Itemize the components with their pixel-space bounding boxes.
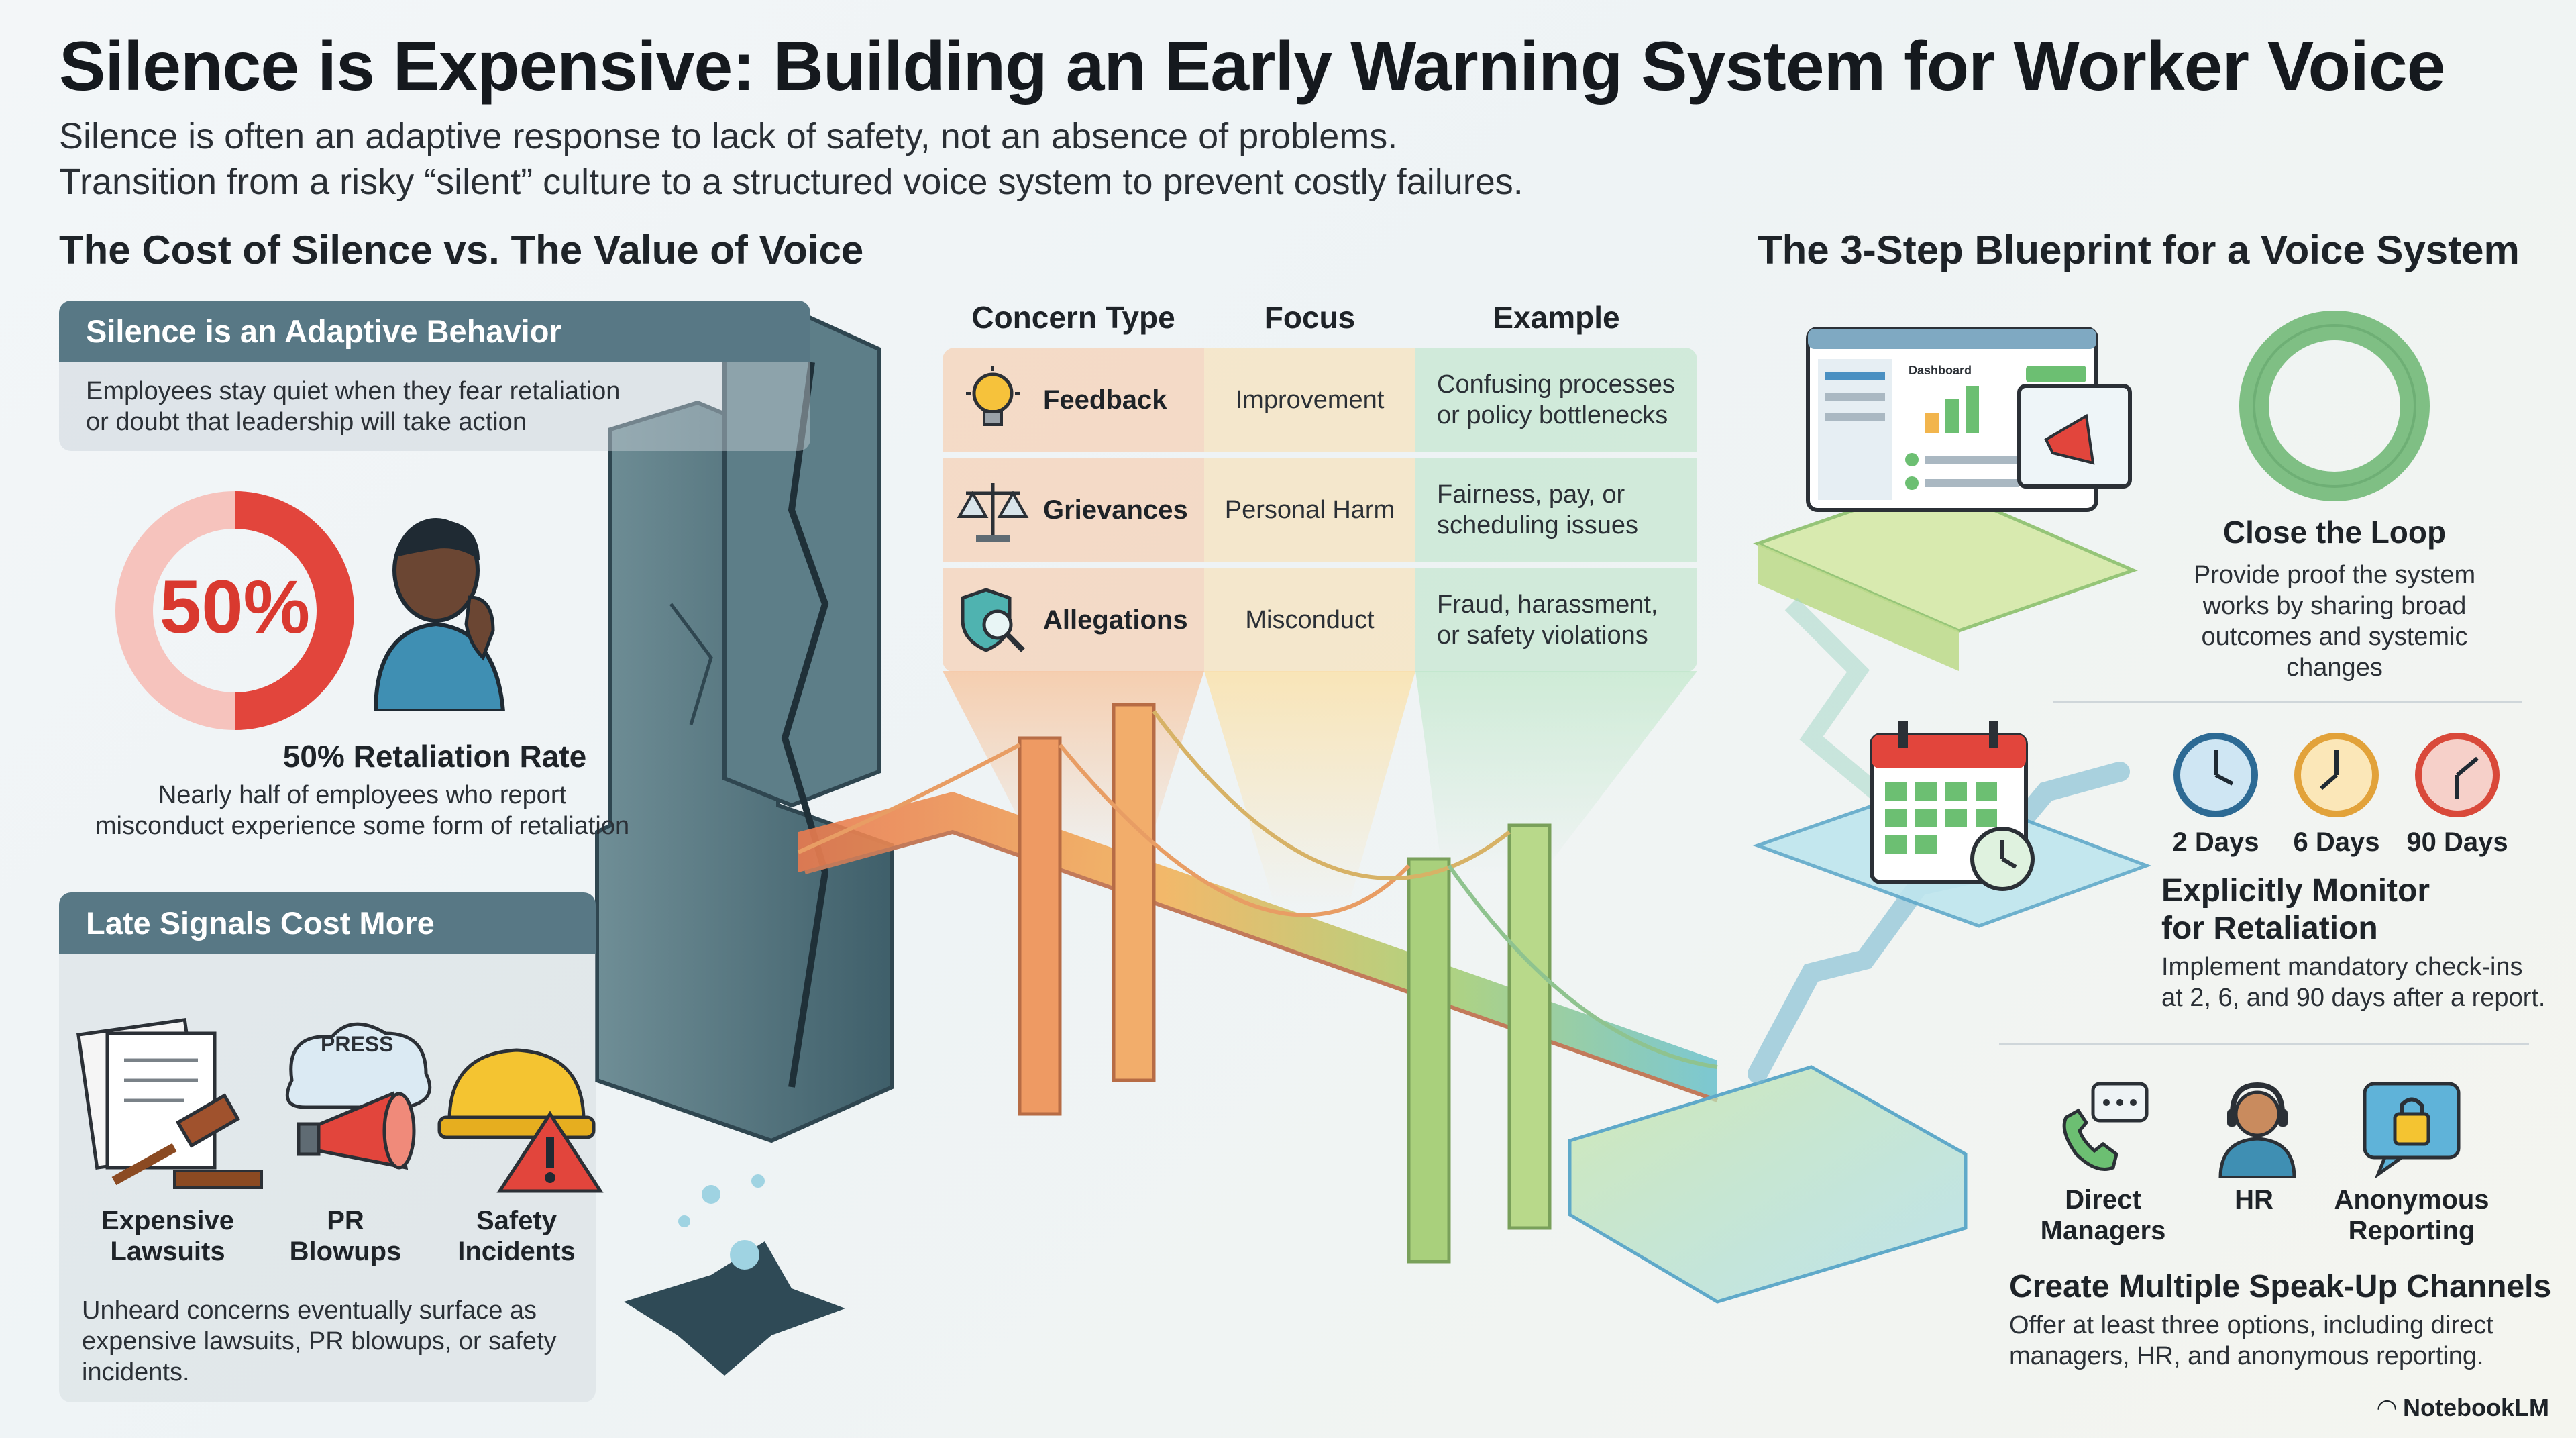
- notebooklm-logo-icon: ◠: [2377, 1394, 2404, 1421]
- scales-icon: [957, 483, 1029, 542]
- channel-direct-managers: Direct Managers: [2040, 1185, 2166, 1245]
- press-label: PRESS: [321, 1032, 394, 1056]
- day-label-90: 90 Days: [2406, 827, 2508, 857]
- divider-1: [2053, 701, 2522, 703]
- adaptive-behavior-body: Employees stay quiet when they fear reta…: [59, 362, 810, 451]
- table-header-focus: Focus: [1264, 300, 1356, 335]
- retaliation-percent: 50%: [159, 565, 311, 649]
- monitor-heading: Explicitly Monitor for Retaliation: [2161, 873, 2430, 946]
- clock-2-days-icon: [2174, 733, 2258, 817]
- retaliation-line-2: misconduct experience some form of retal…: [95, 812, 630, 840]
- left-section-title: The Cost of Silence vs. The Value of Voi…: [59, 227, 864, 272]
- close-loop-heading: Close the Loop: [2222, 515, 2447, 550]
- dashboard-label: Dashboard: [1909, 364, 1972, 377]
- calendar-check-icon: [1870, 721, 2035, 891]
- shield-magnifier-icon: [961, 588, 1025, 652]
- table-header-example: Example: [1493, 300, 1620, 335]
- close-loop-ring-icon: [2239, 311, 2430, 501]
- adaptive-behavior-line-2: or doubt that leadership will take actio…: [86, 408, 527, 436]
- adaptive-behavior-line-1: Employees stay quiet when they fear reta…: [86, 377, 621, 405]
- feedback-label: Feedback: [1043, 385, 1167, 415]
- retaliation-ring-chart: [115, 491, 354, 730]
- table-row-allegations-example: Fraud, harassment,or safety violations: [1415, 568, 1697, 672]
- retaliation-heading: 50% Retaliation Rate: [282, 739, 587, 774]
- retaliation-body: Nearly half of employees who report misc…: [27, 780, 698, 841]
- headset-agent-icon: [2218, 1082, 2296, 1178]
- divider-2: [1999, 1043, 2529, 1045]
- adaptive-behavior-heading: Silence is an Adaptive Behavior: [59, 301, 810, 362]
- late-signals-body: Unheard concerns eventually surface as e…: [82, 1296, 557, 1386]
- adaptive-behavior-panel: Silence is an Adaptive Behavior Employee…: [59, 301, 810, 451]
- gavel-document-icon: [76, 1018, 263, 1189]
- table-row-grievances-focus: Personal Harm: [1204, 458, 1415, 562]
- megaphone-press-icon: [285, 1022, 432, 1170]
- subtitle-line-1: Silence is often an adaptive response to…: [59, 116, 1398, 156]
- channel-anonymous-reporting: Anonymous Reporting: [2334, 1185, 2489, 1245]
- channels-heading: Create Multiple Speak-Up Channels: [2009, 1269, 2552, 1304]
- table-row-feedback-focus: Improvement: [1204, 348, 1415, 452]
- grievances-label: Grievances: [1043, 495, 1188, 525]
- table-row-allegations-focus: Misconduct: [1204, 568, 1415, 672]
- day-label-6: 6 Days: [2293, 827, 2380, 857]
- phone-chat-icon: [2062, 1082, 2149, 1171]
- table-row-grievances-type: Grievances: [943, 458, 1204, 562]
- table-header-concern-type: Concern Type: [971, 300, 1175, 335]
- late-signals-heading: Late Signals Cost More: [59, 892, 596, 954]
- lightbulb-icon: [966, 366, 1020, 426]
- page-title: Silence is Expensive: Building an Early …: [59, 28, 2446, 105]
- channel-hr: HR: [2235, 1185, 2273, 1215]
- allegations-label: Allegations: [1043, 605, 1188, 635]
- safety-incidents-label: Safety Incidents: [458, 1206, 576, 1266]
- pr-blowups-label: PR Blowups: [289, 1206, 402, 1266]
- person-whispering-icon: [373, 518, 506, 711]
- clock-6-days-icon: [2294, 733, 2379, 817]
- monitor-body: Implement mandatory check-ins at 2, 6, a…: [2161, 953, 2546, 1012]
- hard-hat-warning-icon: [437, 1048, 604, 1193]
- dashboard-icon: [1806, 327, 2132, 512]
- lawsuits-label: Expensive Lawsuits: [101, 1206, 234, 1266]
- right-section-title: The 3-Step Blueprint for a Voice System: [1758, 227, 2520, 272]
- clock-90-days-icon: [2415, 733, 2500, 817]
- table-row-allegations-type: Allegations: [943, 568, 1204, 672]
- retaliation-line-1: Nearly half of employees who report: [158, 781, 567, 809]
- subtitle-line-2: Transition from a risky “silent” culture…: [59, 162, 1523, 202]
- table-row-feedback-type: Feedback: [943, 348, 1204, 452]
- day-label-2: 2 Days: [2172, 827, 2259, 857]
- notebooklm-brand: ◠ NotebookLM: [2377, 1394, 2549, 1421]
- channels-body: Offer at least three options, including …: [2009, 1311, 2493, 1370]
- close-loop-body: Provide proof the system works by sharin…: [2193, 561, 2476, 682]
- anonymous-lock-icon: [2363, 1082, 2461, 1178]
